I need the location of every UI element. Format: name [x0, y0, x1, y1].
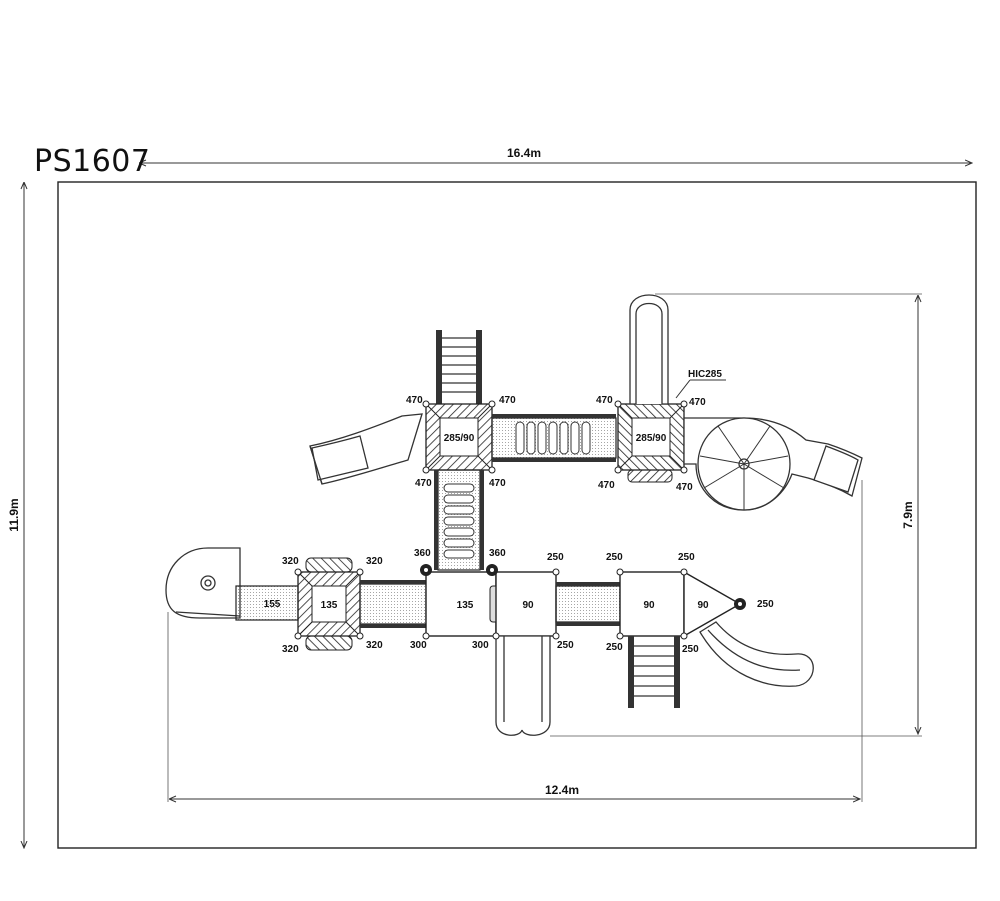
post-label: 470 [415, 478, 432, 489]
platform-label-bridge: 155 [264, 599, 281, 610]
gear-icon-left [420, 564, 432, 576]
upper-left-slide [309, 413, 423, 485]
post-label: 300 [472, 640, 489, 651]
upper-ladder [436, 330, 482, 404]
overall-width-label: 16.4m [507, 146, 541, 160]
tower-upper-left [422, 400, 496, 474]
post-label: 250 [606, 552, 623, 563]
platform-right-b [683, 570, 742, 638]
callout-hic285: HIC285 [688, 369, 722, 380]
post-label: 250 [557, 640, 574, 651]
lower-right-tunnel [555, 582, 621, 626]
tower-upper-right [614, 400, 688, 483]
gear-icon-right [734, 598, 746, 610]
platform-label-right-b: 90 [697, 600, 709, 611]
platform-label-center-right: 90 [522, 600, 534, 611]
spiral-slide [683, 417, 863, 511]
platform-label-right-a: 90 [643, 600, 655, 611]
platform-right-a [619, 571, 685, 637]
post-label: 250 [547, 552, 564, 563]
overall-height-label: 11.9m [7, 498, 21, 531]
platform-label-upper-left: 285/90 [444, 433, 475, 444]
post-label: 320 [282, 556, 299, 567]
vertical-crawl-tunnel [434, 469, 484, 571]
lower-left-tunnel [359, 580, 427, 628]
tower-lower-left [294, 557, 364, 651]
equipment-height-label: 7.9m [901, 501, 915, 528]
tower-center-main [425, 571, 497, 637]
post-label: 320 [366, 556, 383, 567]
post-markers [422, 568, 688, 640]
post-label: 250 [606, 642, 623, 653]
platform-label-lower-left: 135 [321, 600, 338, 611]
curved-lower-slide [699, 621, 814, 687]
upper-tunnel [491, 414, 617, 462]
post-label: 470 [676, 482, 693, 493]
post-label: 320 [366, 640, 383, 651]
post-label: 470 [406, 395, 423, 406]
post-label: 250 [757, 599, 774, 610]
post-label: 250 [678, 552, 695, 563]
model-title: PS1607 [34, 144, 151, 179]
safety-zone-border [57, 181, 977, 849]
gear-icon-center [486, 564, 498, 576]
post-label: 300 [410, 640, 427, 651]
equipment-width-label: 12.4m [545, 783, 579, 797]
far-left-roller [165, 547, 241, 619]
post-label: 250 [682, 644, 699, 655]
post-label: 360 [414, 548, 431, 559]
post-label: 470 [499, 395, 516, 406]
platform-label-upper-right: 285/90 [636, 433, 667, 444]
lower-ladder [628, 636, 680, 708]
upper-straight-slide [629, 294, 669, 405]
post-label: 470 [689, 397, 706, 408]
post-label: 320 [282, 644, 299, 655]
platform-label-center: 135 [457, 600, 474, 611]
post-label: 470 [596, 395, 613, 406]
post-label: 470 [598, 480, 615, 491]
post-label: 470 [489, 478, 506, 489]
lower-straight-slide [495, 635, 551, 736]
post-label: 360 [489, 548, 506, 559]
